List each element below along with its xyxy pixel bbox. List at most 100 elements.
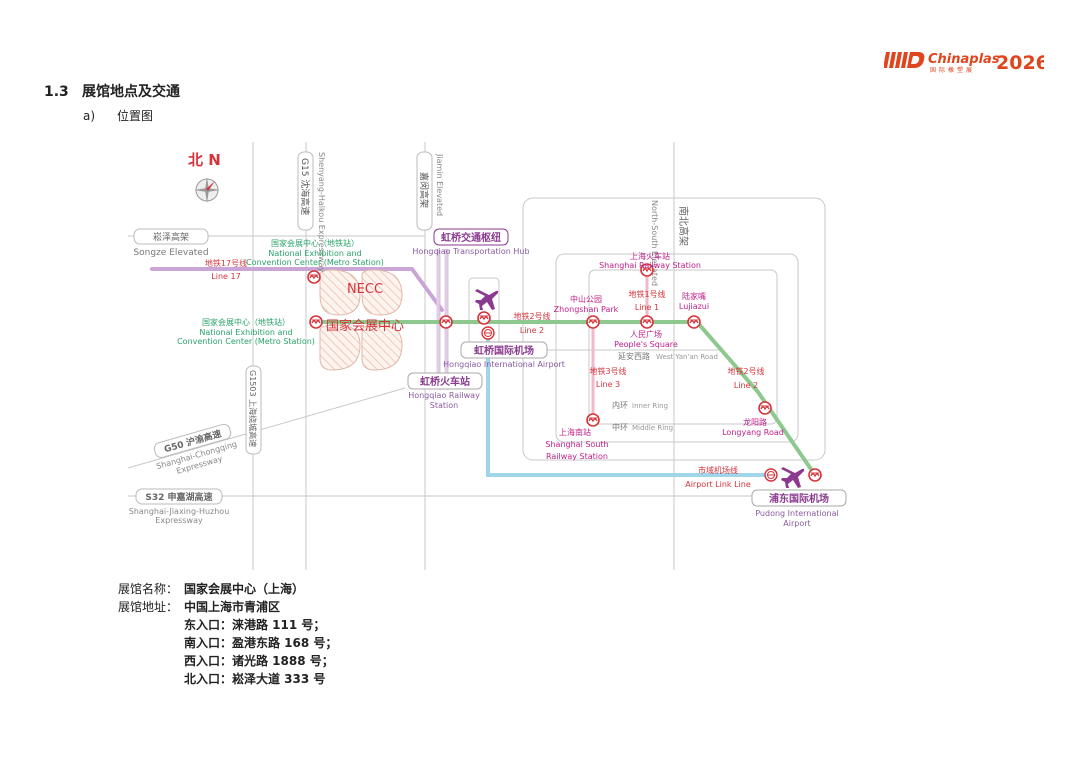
jiamin-cn: 嘉闵高架 — [418, 172, 430, 208]
metro-icon — [307, 270, 321, 284]
shanghai-railway-en: Shanghai Railway Station — [599, 261, 701, 270]
g1503-cn: G1503 上海绕城高速 — [248, 370, 258, 447]
north-south-en: North-South Elevated — [650, 200, 659, 286]
songze-cn: 崧泽高架 — [153, 231, 189, 243]
line3-en: Line 3 — [596, 380, 620, 389]
subsection-number: a) — [83, 109, 96, 123]
venue-name-label: 展馆名称： — [118, 582, 179, 596]
shanghai-south-en-1: Shanghai South — [545, 440, 608, 449]
hongqiao-railway-en-1: Hongqiao Railway — [408, 391, 480, 400]
line17-cn: 地铁17号线 — [205, 258, 247, 268]
line2-east-en: Line 2 — [734, 381, 758, 390]
metro-icon — [477, 311, 491, 325]
venue-info: 展馆名称： 国家会展中心（上海） 展馆地址： 中国上海市青浦区 东入口：涞港路 11… — [118, 580, 337, 688]
s32-cn: S32 申嘉湖高速 — [145, 491, 212, 503]
logo-brand: Chinaplas — [928, 52, 1000, 67]
section-heading: 1.3 展馆地点及交通 — [44, 81, 180, 101]
subsection-title: 位置图 — [117, 109, 154, 123]
logo-stripes-icon — [884, 52, 925, 68]
logo-sub: 国际橡塑展 — [930, 66, 975, 74]
s32-en-1: Shanghai-Jiaxing-Huzhou — [129, 507, 230, 516]
line2-east-cn: 地铁2号线 — [727, 366, 764, 376]
yanan-en: West Yan'an Road — [656, 353, 718, 361]
shanghai-south-cn: 上海南站 — [559, 427, 591, 437]
songze-en: Songze Elevated — [133, 248, 208, 258]
location-map: NECC 国家会展中心 北 N 崧泽高架 Songze Elevated G15… — [127, 142, 847, 570]
pudong-airport-en-2: Airport — [783, 519, 810, 528]
venue-address-label: 展馆地址： — [118, 600, 179, 614]
hongqiao-airport-en: Hongqiao International Airport — [443, 360, 565, 369]
airplane-icon — [475, 289, 499, 310]
necc-metro-left-en-2: Convention Center (Metro Station) — [177, 337, 315, 346]
airport-link-cn: 市域机场线 — [698, 465, 738, 475]
chinaplas-logo: Chinaplas 国际橡塑展 2026 — [884, 52, 1044, 74]
line1-en: Line 1 — [635, 303, 659, 312]
inner-ring-en: Inner Ring — [632, 402, 668, 410]
hongqiao-railway-en-2: Station — [430, 401, 458, 410]
inner-ring-cn: 内环 — [612, 400, 628, 410]
lujiazui-cn: 陆家嘴 — [682, 291, 706, 301]
necc-metro-top-en-1: National Exhibition and — [268, 249, 361, 258]
metro-icon — [687, 315, 701, 329]
shanghai-railway-cn: 上海火车站 — [630, 251, 670, 261]
s32-en-2: Expressway — [155, 516, 203, 525]
middle-ring-cn: 中环 — [612, 422, 628, 432]
necc-metro-left-en-1: National Exhibition and — [199, 328, 292, 337]
compass-label: 北 N — [188, 151, 221, 169]
line17-path — [150, 267, 444, 312]
necc-cn: 国家会展中心 — [326, 318, 404, 334]
shanghai-south-en-2: Railway Station — [546, 452, 608, 461]
pudong-airport-en-1: Pudong International — [755, 509, 838, 518]
line2-path — [314, 320, 817, 477]
lujiazui-en: Lujiazui — [679, 302, 709, 311]
necc-metro-top-cn: 国家会展中心（地铁站） — [271, 238, 359, 248]
metro-icon — [586, 413, 600, 427]
airport-link-icon — [481, 326, 495, 340]
metro-icon — [309, 315, 323, 329]
metro-icon — [640, 315, 654, 329]
metro-icon — [808, 468, 822, 482]
yanan-cn: 延安西路 — [618, 351, 650, 361]
hongqiao-airport-cn: 虹桥国际机场 — [474, 344, 534, 357]
metro-icon — [439, 315, 453, 329]
entrance-west: 西入口：诸光路 1888 号； — [184, 654, 334, 668]
metro-lines — [150, 248, 817, 477]
venue-name-row: 展馆名称： 国家会展中心（上海） — [118, 580, 337, 598]
entrance-south: 南入口：盈港东路 168 号； — [184, 636, 338, 650]
necc-metro-top-en-2: Convention Center (Metro Station) — [246, 258, 384, 267]
jiamin-en: Jiamin Elevated — [435, 153, 444, 216]
peoples-square-en: People's Square — [614, 340, 678, 349]
logo-year: 2026 — [996, 52, 1044, 74]
line1-cn: 地铁1号线 — [628, 289, 665, 299]
subsection-heading: a) 位置图 — [83, 107, 153, 124]
necc-metro-left-cn: 国家会展中心（地铁站） — [202, 317, 290, 327]
g15-cn: G15 沈海高速 — [299, 158, 311, 215]
line3-cn: 地铁3号线 — [589, 366, 626, 376]
line2-west-en: Line 2 — [520, 326, 544, 335]
longyang-road-cn: 龙阳路 — [743, 417, 767, 427]
hongqiao-railway-cn: 虹桥火车站 — [420, 375, 470, 388]
zhongshan-park-cn: 中山公园 — [570, 294, 602, 304]
compass-icon — [194, 177, 220, 203]
airport-link-path — [486, 334, 767, 477]
venue-address-row: 展馆地址： 中国上海市青浦区 — [118, 598, 337, 616]
necc-building — [319, 269, 403, 371]
hongqiao-hub-cn: 虹桥交通枢纽 — [441, 231, 501, 244]
metro-icon — [758, 401, 772, 415]
section-number: 1.3 — [44, 84, 69, 100]
hongqiao-hub-en: Hongqiao Transportation Hub — [412, 247, 529, 256]
venue-address-value: 中国上海市青浦区 — [184, 600, 281, 614]
entrance-north: 北入口：崧泽大道 333 号 — [184, 672, 326, 686]
entrance-east: 东入口：涞港路 111 号； — [184, 618, 326, 632]
road-labels: 崧泽高架 Songze Elevated G15 沈海高速 Shenyang-H… — [129, 151, 718, 525]
line-labels: 地铁17号线 Line 17 地铁2号线 Line 2 地铁1号线 Line 1… — [205, 258, 765, 489]
middle-ring-en: Middle Ring — [632, 424, 673, 432]
section-title: 展馆地点及交通 — [82, 84, 180, 100]
airport-link-icon — [764, 468, 778, 482]
necc-abbr: NECC — [347, 282, 383, 297]
peoples-square-cn: 人民广场 — [630, 329, 662, 339]
zhongshan-park-en: Zhongshan Park — [554, 305, 619, 314]
g15-en: Shenyang-Haikou Expressway — [317, 152, 326, 272]
longyang-road-en: Longyang Road — [722, 428, 784, 437]
venue-name-value: 国家会展中心（上海） — [184, 582, 305, 596]
